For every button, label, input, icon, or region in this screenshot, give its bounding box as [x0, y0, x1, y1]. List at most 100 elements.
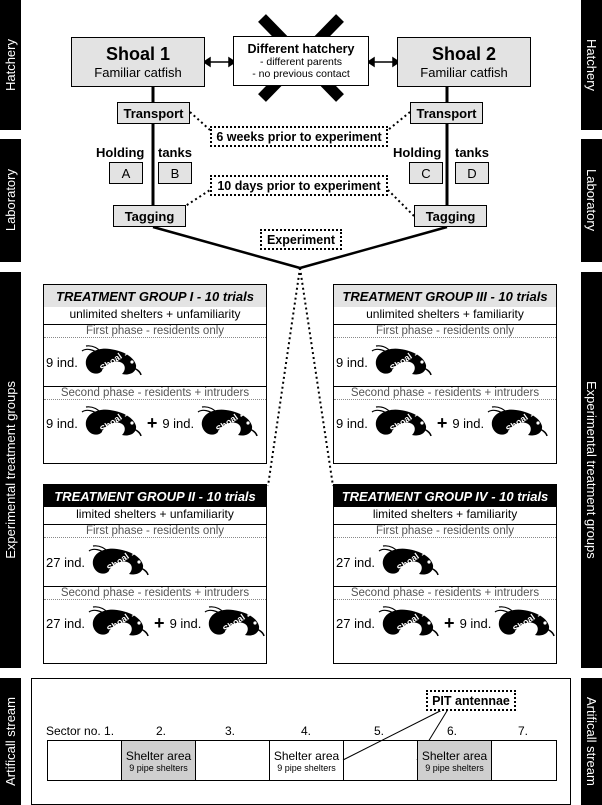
intruder-count: 9 ind.: [169, 615, 202, 631]
catfish-icon: Shoal 1: [486, 406, 548, 440]
double-arrow-left: [202, 56, 237, 68]
shoal-2-subtitle: Familiar catfish: [420, 65, 508, 80]
catfish-icon: Shoal 1: [87, 606, 149, 640]
shelter-sub: 9 pipe shelters: [129, 762, 188, 773]
sidebar-left-hatchery: Hatchery: [0, 0, 21, 130]
second-phase-label: Second phase - residents + intruders: [44, 386, 266, 400]
pit-antennae-note: PIT antennae: [426, 690, 516, 711]
sidebar-left-experimental: Experimental treatment groups: [0, 272, 21, 668]
treatment-group-title: TREATMENT GROUP II - 10 trials: [44, 485, 266, 507]
sector-cell: [492, 741, 556, 780]
resident-count: 9 ind.: [336, 415, 368, 431]
double-arrow-right: [366, 56, 401, 68]
sector-label: 4.: [301, 724, 312, 738]
hatchery-note-line: - no previous contact: [252, 68, 350, 80]
second-phase-row: 9 ind. Shoal 1 + 9 ind. Shoal 2: [44, 400, 266, 446]
experiment-note: Experiment: [260, 229, 342, 250]
shoal-2-box: Shoal 2 Familiar catfish: [397, 37, 531, 87]
first-phase-label: First phase - residents only: [44, 324, 266, 338]
tank-a: A: [109, 162, 143, 184]
shelter-title: Shelter area: [273, 748, 340, 763]
plus-sign: +: [444, 612, 455, 633]
catfish-icon: Shoal 2: [203, 606, 266, 640]
tank-c: C: [409, 162, 443, 184]
holding-label-right: Holding: [393, 145, 442, 160]
second-phase-row: 27 ind. Shoal 1 + 9 ind. Shoal: [334, 600, 556, 646]
treatment-group-subtitle: limited shelters + unfamiliarity: [76, 507, 234, 521]
second-phase-label: Second phase - residents + intruders: [334, 386, 556, 400]
tank-b: B: [158, 162, 192, 184]
resident-count: 27 ind.: [336, 615, 376, 631]
plus-sign: +: [436, 412, 448, 433]
shelter-area: Shelter area 9 pipe shelters: [418, 741, 492, 780]
hatchery-note-box: Different hatchery - different parents -…: [233, 36, 369, 86]
ten-days-note: 10 days prior to experiment: [210, 175, 388, 196]
sidebar-left-laboratory: Laboratory: [0, 139, 21, 262]
sidebar-label: Experimental treatment groups: [584, 381, 599, 559]
holding-label-left: Holding: [96, 145, 145, 160]
treatment-group-subtitle: unlimited shelters + familiarity: [366, 307, 524, 321]
shoal-2-title: Shoal 2: [431, 44, 497, 64]
first-phase-row: 27 ind. Shoal 1: [44, 538, 266, 586]
shelter-area: Shelter area 9 pipe shelters: [122, 741, 196, 780]
transport-box-left: Transport: [117, 102, 190, 124]
treatment-group-panel: TREATMENT GROUP IV - 10 trials limited s…: [333, 484, 557, 664]
stream-channel: Shelter area 9 pipe shelters Shelter are…: [47, 740, 557, 781]
sector-cell: [48, 741, 122, 780]
first-phase-row: 27 ind. Shoal 1: [334, 538, 556, 586]
treatment-group-title: TREATMENT GROUP I - 10 trials: [44, 285, 266, 307]
sidebar-left-stream: Artificall stream: [0, 678, 21, 805]
first-phase-label: First phase - residents only: [44, 524, 266, 538]
tagging-box-left: Tagging: [113, 205, 186, 227]
shelter-sub: 9 pipe shelters: [425, 762, 484, 773]
intruder-count: 9 ind.: [162, 415, 195, 431]
hatchery-note-line: - different parents: [259, 56, 343, 68]
shoal-1-subtitle: Familiar catfish: [94, 65, 182, 80]
catfish-icon: Shoal 2: [196, 406, 258, 440]
resident-count: 27 ind.: [336, 554, 376, 570]
hatchery-note-title: Different hatchery: [247, 42, 355, 56]
catfish-icon: Shoal 1: [80, 345, 142, 379]
intruder-count: 9 ind.: [452, 415, 485, 431]
catfish-icon: Shoal 1: [493, 606, 556, 640]
treatment-group-subtitle: unlimited shelters + unfamiliarity: [69, 307, 241, 321]
shoal-1-box: Shoal 1 Familiar catfish: [71, 37, 205, 87]
resident-count: 9 ind.: [336, 354, 368, 370]
sector-label: 6.: [447, 724, 458, 738]
sector-label: 2.: [156, 724, 167, 738]
shelter-title: Shelter area: [125, 748, 192, 763]
treatment-group-subtitle: limited shelters + familiarity: [372, 507, 518, 521]
shelter-title: Shelter area: [421, 748, 488, 763]
catfish-icon: Shoal 1: [80, 406, 142, 440]
sidebar-right-experimental: Experimental treatment groups: [581, 272, 602, 668]
shelter-sub: 9 pipe shelters: [277, 762, 336, 773]
intruder-count: 9 ind.: [459, 615, 492, 631]
sidebar-right-laboratory: Laboratory: [581, 139, 602, 262]
treatment-group-panel: TREATMENT GROUP III - 10 trials unlimite…: [333, 284, 557, 464]
sector-label: Sector no. 1.: [46, 724, 115, 738]
resident-count: 9 ind.: [46, 354, 78, 370]
sector-cell: [344, 741, 418, 780]
catfish-icon: Shoal 1: [377, 545, 439, 579]
sidebar-label: Hatchery: [584, 38, 599, 92]
first-phase-label: First phase - residents only: [334, 524, 556, 538]
second-phase-label: Second phase - residents + intruders: [44, 586, 266, 600]
sidebar-label: Laboratory: [584, 169, 599, 232]
first-phase-row: 9 ind. Shoal 1: [334, 338, 556, 386]
resident-count: 27 ind.: [46, 615, 86, 631]
sector-label: 5.: [374, 724, 385, 738]
resident-count: 27 ind.: [46, 554, 86, 570]
second-phase-row: 27 ind. Shoal 1 + 9 ind. Shoal: [44, 600, 266, 646]
transport-box-right: Transport: [410, 102, 483, 124]
first-phase-label: First phase - residents only: [334, 324, 556, 338]
six-weeks-note: 6 weeks prior to experiment: [210, 126, 388, 147]
sidebar-right-hatchery: Hatchery: [581, 0, 602, 130]
plus-sign: +: [154, 612, 165, 633]
sector-label: 3.: [225, 724, 236, 738]
sector-cell: [196, 741, 270, 780]
tagging-box-right: Tagging: [414, 205, 487, 227]
second-phase-row: 9 ind. Shoal 1 + 9 ind. Shoal 1: [334, 400, 556, 446]
sector-label: 7.: [518, 724, 529, 738]
tanks-label-right: tanks: [455, 145, 489, 160]
treatment-group-title: TREATMENT GROUP III - 10 trials: [334, 285, 556, 307]
